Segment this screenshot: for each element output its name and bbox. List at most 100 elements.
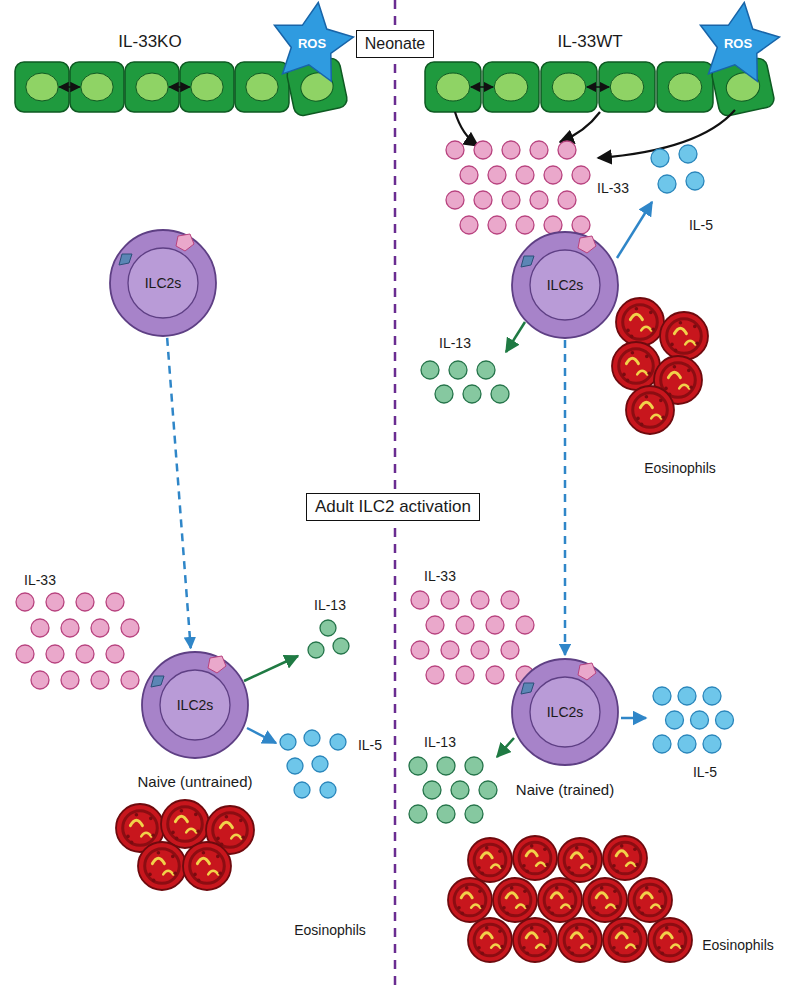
drawing-part	[661, 933, 672, 938]
drawing-part	[564, 844, 596, 876]
cell-label: ILC2s	[547, 704, 584, 721]
secretion-arrow	[506, 322, 525, 352]
drawing-part	[194, 813, 198, 817]
drawing-part	[513, 918, 557, 962]
ilc2-cell-outline	[510, 657, 620, 767]
drawing-part	[471, 904, 480, 907]
divider-line	[394, 0, 397, 991]
drawing-part	[481, 951, 485, 955]
cell-type-label: Eosinophils	[294, 922, 366, 939]
drawing-part	[658, 889, 662, 893]
drawing-part	[570, 905, 574, 909]
drawing-part	[668, 73, 702, 101]
drawing-part	[590, 945, 594, 949]
eosinophil	[493, 878, 537, 922]
stage-title: Adult ILC2 activation	[315, 497, 471, 517]
il5-particle	[294, 782, 310, 798]
ilc2-cell: ILC2s	[510, 657, 620, 767]
il5-particle	[651, 145, 704, 193]
cytokine-label: IL-13	[439, 335, 471, 352]
drawing-part	[657, 946, 661, 950]
cell-label: ILC2s	[547, 277, 584, 294]
drawing-part	[481, 933, 492, 938]
il5-particle	[280, 730, 346, 798]
il13-particle	[463, 385, 481, 403]
drawing-part	[609, 924, 641, 956]
drawing-part	[183, 842, 231, 890]
il33-particle	[572, 166, 590, 184]
drawing-part	[600, 886, 604, 890]
drawing-part	[506, 893, 517, 898]
drawing-part	[603, 836, 647, 880]
drawing-part	[208, 656, 226, 673]
drawing-part	[510, 886, 514, 890]
il13-particle	[451, 781, 469, 799]
drawing-part	[526, 869, 530, 873]
drawing-part	[522, 946, 526, 950]
drawing-part	[631, 351, 635, 355]
drawing-part	[657, 62, 713, 112]
il13-particle	[409, 805, 427, 823]
drawing-part	[526, 951, 530, 955]
ros-star-outline	[268, 0, 356, 88]
drawing-part	[592, 906, 596, 910]
drawing-part	[208, 871, 218, 875]
drawing-part	[616, 933, 627, 938]
il13-particle	[477, 361, 495, 379]
drawing-part	[568, 889, 572, 893]
drawing-part	[667, 319, 702, 354]
drawing-part	[526, 851, 537, 856]
junction-arrow	[587, 86, 609, 88]
drawing-part	[633, 393, 668, 428]
drawing-part	[670, 343, 674, 347]
epithelial-cell	[285, 57, 348, 117]
drawing-part	[145, 849, 180, 884]
cytokine-label: IL-5	[689, 217, 713, 234]
development-arrow	[564, 340, 567, 655]
eosinophil	[628, 878, 672, 922]
drawing-part	[239, 819, 243, 823]
il13-particle	[491, 385, 509, 403]
drawing-part	[637, 906, 641, 910]
cytokine-label: IL-33	[597, 180, 629, 197]
il5-particle	[330, 734, 346, 750]
drawing-part	[241, 835, 245, 839]
drawing-part	[173, 871, 177, 875]
drawing-part	[680, 945, 684, 949]
drawing-part	[119, 254, 132, 265]
drawing-part	[606, 904, 615, 907]
eosinophil	[616, 298, 664, 346]
drawing-part	[196, 829, 200, 833]
stage-box: Adult ILC2 activation	[306, 493, 480, 521]
drawing-part	[659, 399, 663, 403]
drawing-part	[571, 933, 582, 938]
drawing-part	[547, 906, 551, 910]
drawing-part	[135, 813, 139, 817]
junction-arrow	[169, 86, 189, 88]
drawing-part	[526, 933, 537, 938]
drawing-part	[545, 945, 549, 949]
cytokine-label: IL-13	[314, 597, 346, 614]
drawing-part	[485, 926, 489, 930]
drawing-part	[615, 905, 619, 909]
drawing-part	[628, 878, 672, 922]
drawing-part	[171, 855, 175, 859]
drawing-part	[218, 871, 222, 875]
il13-particle	[465, 757, 483, 775]
drawing-part	[645, 395, 649, 399]
drawing-part	[176, 234, 194, 251]
il33-particle	[446, 141, 464, 159]
secretion-arrow	[621, 717, 646, 720]
drawing-part	[555, 886, 559, 890]
il5-particle	[287, 758, 303, 774]
il13-particle	[479, 781, 497, 799]
drawing-part	[498, 849, 502, 853]
il5-particle	[658, 175, 676, 193]
drawing-part	[645, 355, 649, 359]
drawing-part	[544, 884, 576, 916]
drawing-part	[461, 893, 472, 898]
drawing-part	[123, 811, 158, 846]
drawing-part	[661, 951, 665, 955]
drawing-part	[578, 236, 596, 253]
drawing-part	[633, 847, 637, 851]
